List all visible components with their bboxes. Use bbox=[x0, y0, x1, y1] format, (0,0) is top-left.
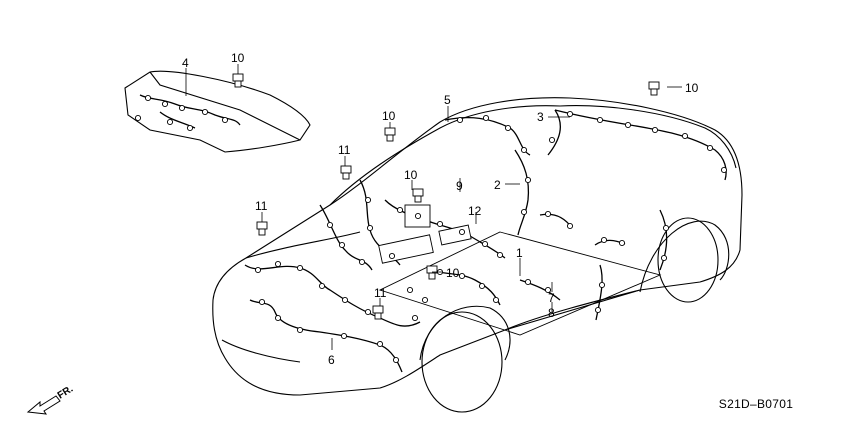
callout-10-center: 10 bbox=[404, 168, 418, 182]
callout-11-lower: 11 bbox=[374, 286, 387, 300]
callout-4: 4 bbox=[182, 56, 189, 70]
callout-11-upper: 11 bbox=[338, 143, 351, 157]
callout-labels: 4 10 10 10 5 3 11 10 9 2 11 12 1 10 11 7… bbox=[182, 51, 699, 367]
wire-harness-routes bbox=[139, 94, 727, 373]
callout-11-left: 11 bbox=[255, 199, 268, 213]
callout-10-cowl: 10 bbox=[382, 109, 396, 123]
dashboard-panel bbox=[124, 70, 311, 153]
diagram-part-code: S21D–B0701 bbox=[719, 397, 793, 411]
callout-5: 5 bbox=[444, 93, 451, 107]
ground-bolts bbox=[232, 73, 660, 320]
callout-10-lower: 10 bbox=[446, 266, 460, 280]
harness-clips bbox=[134, 94, 728, 364]
callout-10-dashboard: 10 bbox=[231, 51, 245, 65]
callout-12: 12 bbox=[468, 204, 482, 218]
callout-9: 9 bbox=[456, 179, 463, 193]
callout-3: 3 bbox=[537, 110, 544, 124]
callout-10-rear: 10 bbox=[685, 81, 699, 95]
front-direction-indicator: FR. bbox=[26, 384, 75, 415]
car-body-outline bbox=[212, 97, 743, 413]
callout-8: 8 bbox=[548, 306, 555, 320]
callout-7: 7 bbox=[548, 291, 555, 305]
front-arrow-icon bbox=[26, 395, 61, 415]
callout-2: 2 bbox=[494, 178, 501, 192]
callout-1: 1 bbox=[516, 246, 523, 260]
callout-6: 6 bbox=[328, 353, 335, 367]
leader-lines bbox=[185, 64, 682, 350]
